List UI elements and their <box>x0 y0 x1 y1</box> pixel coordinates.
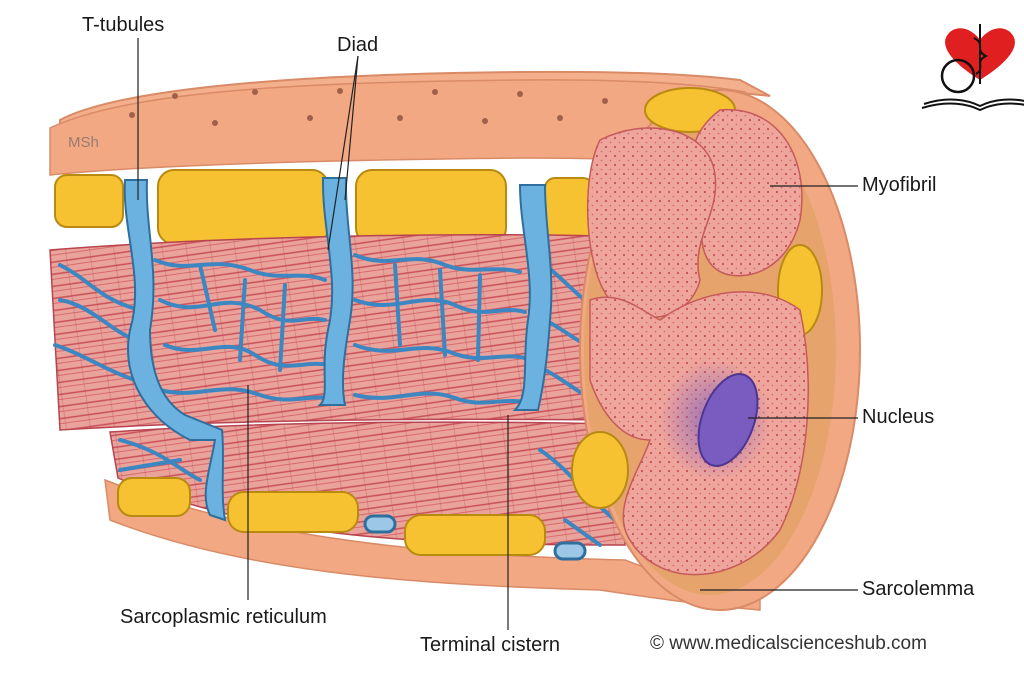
label-myofibril: Myofibril <box>862 174 937 196</box>
mitochondria-bottom <box>117 477 546 556</box>
leader-lines <box>137 38 858 630</box>
t-tubules <box>123 177 553 522</box>
cross-section-end <box>571 87 861 611</box>
watermark-text: MSh <box>68 134 99 151</box>
ttubule-cross-sections <box>363 514 587 561</box>
heart-caduceus-book-logo-icon <box>921 24 1024 112</box>
credit-text: © www.medicalscienceshub.com <box>650 633 927 654</box>
label-sarcoplasmic-reticulum: Sarcoplasmic reticulum <box>120 606 327 628</box>
sarcoplasmic-reticulum-network <box>53 253 617 547</box>
myofibril-cross-section-left <box>586 127 717 319</box>
label-terminal-cistern: Terminal cistern <box>420 634 561 656</box>
label-sarcolemma: Sarcolemma <box>862 578 975 600</box>
mitochondria-top <box>54 169 594 245</box>
label-diad: Diad <box>337 34 379 56</box>
nucleus-shape <box>697 373 759 467</box>
label-nucleus: Nucleus <box>862 406 935 428</box>
sarcolemma-bottom-band <box>104 478 761 611</box>
sarcolemma-pores <box>129 88 608 126</box>
label-t-tubules: T-tubules <box>82 14 165 36</box>
